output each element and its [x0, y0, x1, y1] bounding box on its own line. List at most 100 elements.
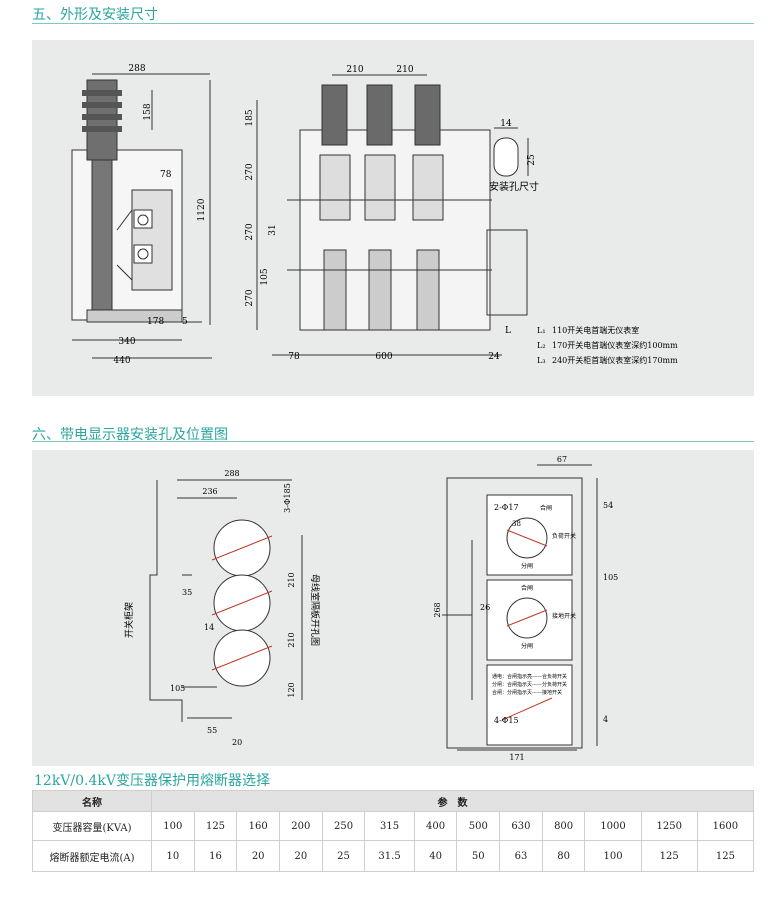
- mounting-hole: [493, 127, 529, 177]
- dim-26: 26: [480, 603, 490, 612]
- section6-panel: 288 236 3-Φ185 210 210 120 35 14 105 55 …: [32, 450, 754, 766]
- dim-288-b: 288: [224, 469, 239, 478]
- sw-label-1: 合闸: [540, 504, 552, 512]
- dim-440: 440: [113, 356, 130, 366]
- legend-line-1: 通电：合闸指示亮——合负荷开关: [492, 673, 567, 680]
- dim-210-c: 210: [287, 572, 296, 587]
- dim-78: 78: [160, 170, 172, 180]
- cell: 1600: [696, 811, 755, 841]
- cell: 63: [499, 840, 543, 872]
- cell: 160: [236, 811, 281, 841]
- cell: 20: [279, 840, 323, 872]
- dim-14: 14: [500, 119, 512, 129]
- dim-L: L: [505, 326, 511, 336]
- row-label: 变压器容量(KVA): [32, 811, 152, 841]
- table-row: 熔断器额定电流(A) 10 16 20 20 25 31.5 40 50 63 …: [32, 840, 755, 872]
- dim-25: 25: [527, 154, 537, 166]
- cell: 125: [640, 840, 698, 872]
- outline-drawing: 288 158 78 1120 178 5 340 440 210 21: [71, 64, 678, 366]
- dim-4: 4: [603, 715, 608, 724]
- dim-600: 600: [375, 352, 392, 362]
- section5-rule: [32, 23, 754, 24]
- cell: 10: [151, 840, 195, 872]
- dim-340: 340: [118, 337, 135, 347]
- cell: 315: [364, 811, 415, 841]
- cell: 16: [193, 840, 238, 872]
- dim-5: 5: [182, 317, 188, 327]
- dim-236: 236: [202, 487, 217, 496]
- cell: 40: [413, 840, 458, 872]
- dim-270-c: 270: [245, 289, 255, 306]
- label-partition-hole: 母线室隔板开孔图: [309, 574, 321, 646]
- dim-288: 288: [128, 64, 145, 74]
- legend-line-3: 合闸：分闸指示灭——接地开关: [492, 689, 562, 696]
- dim-3-185: 3-Φ185: [283, 483, 292, 513]
- hole-4-15: 4-Φ15: [494, 716, 519, 725]
- dim-270-a: 270: [245, 163, 255, 180]
- side-view: [71, 73, 212, 359]
- cell: 25: [321, 840, 366, 872]
- dim-210-a: 210: [346, 65, 363, 75]
- cell: 200: [279, 811, 323, 841]
- cell: 800: [541, 811, 586, 841]
- dim-158: 158: [143, 103, 153, 120]
- table-row: 变压器容量(KVA) 100 125 160 200 250 315 400 5…: [32, 811, 755, 841]
- hole-38: 38: [512, 520, 521, 528]
- label-cabinet-frame: 开关柜架: [123, 602, 135, 638]
- section5-title: 五、外形及安装尺寸: [32, 7, 158, 23]
- header-params: 参 数: [151, 790, 754, 812]
- indicator-panel: [442, 464, 598, 751]
- note-1-key: L₁: [537, 326, 546, 335]
- cell: 125: [696, 840, 755, 872]
- sw-label-6: 分闸: [521, 642, 533, 650]
- dim-210-d: 210: [287, 632, 296, 647]
- legend-line-2: 分闸：合闸指示灭——分负荷开关: [492, 681, 567, 688]
- hole-2-17: 2-Φ17: [494, 503, 519, 512]
- cell: 20: [236, 840, 281, 872]
- dim-78-front: 78: [288, 352, 300, 362]
- note-3-key: L₃: [537, 356, 546, 365]
- cell: 1250: [640, 811, 698, 841]
- dim-1120: 1120: [197, 198, 207, 221]
- dim-268: 268: [433, 602, 442, 617]
- section5-panel: 288 158 78 1120 178 5 340 440 210 21: [32, 40, 754, 396]
- cell: 500: [456, 811, 501, 841]
- fuse-table: 名称 参 数 变压器容量(KVA) 100 125 160 200 250 31…: [32, 790, 755, 872]
- dim-31: 31: [268, 224, 278, 235]
- front-view: [256, 74, 528, 356]
- sw-label-4: 合闸: [521, 584, 533, 592]
- note-2-key: L₂: [537, 341, 546, 350]
- dim-178: 178: [147, 317, 164, 327]
- section6-rule: [32, 441, 754, 442]
- cell: 125: [193, 811, 238, 841]
- sw-label-5: 接地开关: [552, 612, 576, 620]
- indicator-drawing: 288 236 3-Φ185 210 210 120 35 14 105 55 …: [123, 455, 618, 762]
- dim-185: 185: [245, 109, 255, 126]
- table-header-row: 名称 参 数: [32, 790, 754, 812]
- cell: 630: [499, 811, 543, 841]
- cell: 1000: [584, 811, 642, 841]
- dim-67: 67: [557, 455, 567, 464]
- section6-title: 六、带电显示器安装孔及位置图: [32, 427, 228, 443]
- dim-270-b: 270: [245, 223, 255, 240]
- dim-120: 120: [287, 682, 296, 697]
- dim-35: 35: [182, 588, 192, 597]
- row-label: 熔断器额定电流(A): [32, 840, 152, 872]
- note-1-text: 110开关电首端无仪表室: [552, 325, 639, 335]
- dim-20: 20: [232, 738, 242, 747]
- cell: 31.5: [364, 840, 415, 872]
- dim-55: 55: [207, 726, 217, 735]
- cell: 400: [413, 811, 458, 841]
- cell: 100: [584, 840, 642, 872]
- cell: 80: [541, 840, 586, 872]
- dim-105: 105: [260, 268, 270, 285]
- dim-171: 171: [509, 753, 524, 762]
- dim-54: 54: [603, 501, 613, 510]
- sw-label-3: 分闸: [521, 562, 533, 570]
- cell: 250: [321, 811, 366, 841]
- dim-105-b: 105: [170, 684, 185, 693]
- hole-label: 安装孔尺寸: [489, 180, 539, 193]
- cell: 50: [456, 840, 501, 872]
- header-name: 名称: [32, 790, 152, 812]
- note-3-text: 240开关柜首端仪表室深约170mm: [552, 355, 678, 365]
